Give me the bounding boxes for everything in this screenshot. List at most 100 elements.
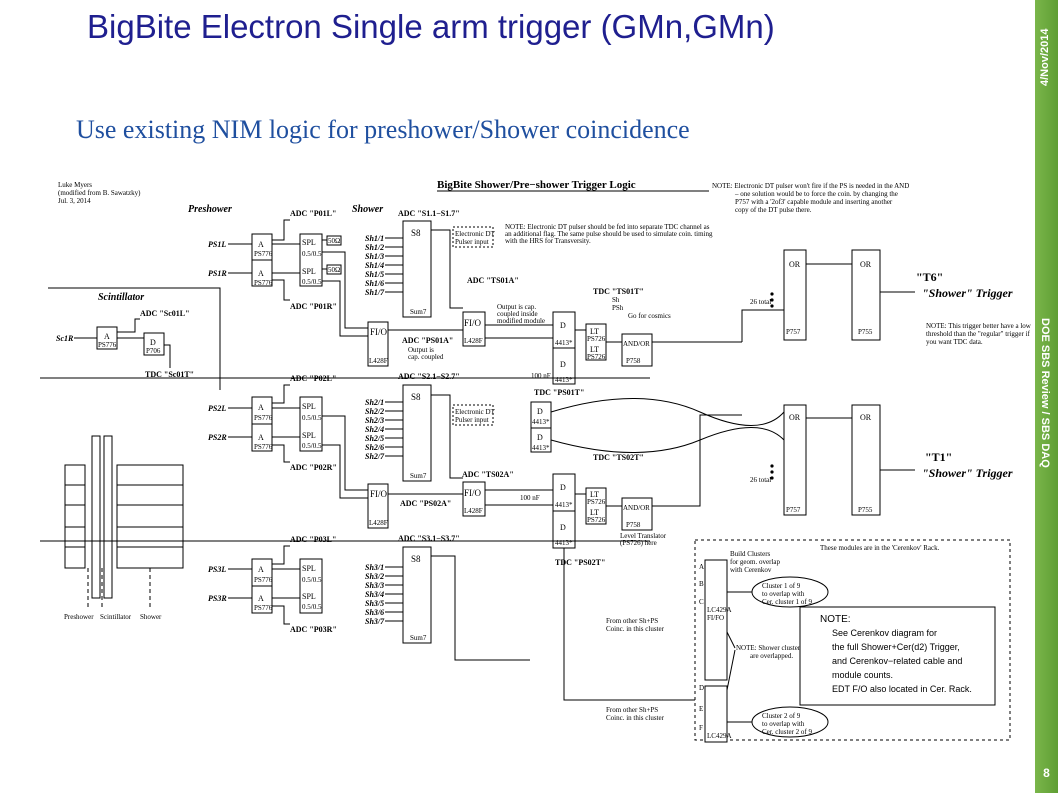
svg-text:Sh: Sh	[612, 296, 620, 304]
row1-adc-ps: ADC "PS01A"	[402, 336, 453, 345]
svg-text:PS776: PS776	[254, 576, 273, 584]
svg-text:PS726: PS726	[587, 498, 606, 506]
svg-text:D: D	[560, 483, 566, 492]
cluster2-2: to overlap with	[762, 720, 805, 728]
row2-adc-l: ADC "P02L"	[290, 374, 336, 383]
row1-adc-ts: ADC "TS01A"	[467, 276, 519, 285]
svg-text:Go for cosmics: Go for cosmics	[628, 312, 671, 320]
svg-text:FI/FO: FI/FO	[707, 614, 724, 622]
t1-name: "T1"	[925, 450, 952, 464]
from-other-1a: From other Sh+PS	[606, 617, 658, 625]
svg-text:PS776: PS776	[254, 279, 273, 287]
cerenkov-note-1: NOTE:	[820, 614, 851, 625]
row1-sh-3: Sh1/3	[365, 252, 384, 261]
row3-adc-l: ADC "P03L"	[290, 535, 336, 544]
svg-text:A: A	[258, 269, 264, 278]
bar-label-scintillator: Scintillator	[100, 613, 132, 621]
svg-text:E: E	[699, 705, 703, 713]
svg-text:PS776: PS776	[254, 604, 273, 612]
row3-adc-r: ADC "P03R"	[290, 625, 337, 634]
svg-text:OR: OR	[860, 260, 872, 269]
svg-text:FI/O: FI/O	[464, 488, 482, 498]
build-clusters-1: Build Clusters	[730, 550, 771, 558]
svg-text:Output is cap.: Output is cap.	[497, 303, 536, 311]
svg-text:D: D	[537, 407, 543, 416]
svg-text:LT: LT	[590, 327, 599, 336]
row2-tdc-ts: TDC "TS02T"	[593, 453, 644, 462]
level-translator-2: (PS726) here	[620, 539, 657, 547]
svg-text:P755: P755	[858, 328, 873, 336]
row2-tdc-ps-top: TDC "PS01T"	[534, 388, 584, 397]
svg-text:Pulser input: Pulser input	[455, 416, 489, 424]
svg-text:0.5/0.5: 0.5/0.5	[302, 278, 322, 286]
svg-text:0.5/0.5: 0.5/0.5	[302, 442, 322, 450]
top-note-3: P757 with a '2of3' capable module and in…	[735, 198, 893, 206]
trigger-note-2: threshold than the "regular" trigger if	[926, 330, 1031, 338]
row3-sh-6: Sh3/6	[365, 608, 384, 617]
row2-sh-6: Sh2/6	[365, 443, 384, 452]
row3-sh-3: Sh3/3	[365, 581, 384, 590]
row1-adc-s: ADC "S1.1−S1.7"	[398, 209, 460, 218]
svg-text:FI/O: FI/O	[370, 327, 388, 337]
svg-text:Output is: Output is	[408, 346, 434, 354]
row1-adc-l: ADC "P01L"	[290, 209, 336, 218]
cerenkov-note-5: module counts.	[832, 670, 893, 680]
svg-text:A: A	[258, 240, 264, 249]
svg-text:P755: P755	[858, 506, 873, 514]
svg-text:P706: P706	[146, 347, 161, 355]
author-line-2: (modified from B. Sawatzky)	[58, 189, 141, 197]
diagram-header: Luke Myers (modified from B. Sawatzky) J…	[58, 179, 909, 245]
svg-text:D: D	[560, 523, 566, 532]
svg-text:Electronic DT: Electronic DT	[455, 408, 496, 416]
scint-adc: ADC "Sc01L"	[140, 309, 190, 318]
trigger-note-3: you want TDC data.	[926, 338, 983, 346]
svg-text:OR: OR	[789, 260, 801, 269]
svg-text:4413*: 4413*	[555, 501, 573, 509]
svg-text:D: D	[150, 338, 156, 347]
row2-ps-r: PS2R	[208, 433, 227, 442]
cluster2-3: Cer. cluster 2 of 9	[762, 728, 812, 736]
cluster2-1: Cluster 2 of 9	[762, 712, 801, 720]
svg-text:SPL: SPL	[302, 592, 316, 601]
dt-note-1: NOTE: Electronic DT pulser should be fed…	[505, 223, 710, 231]
svg-text:A: A	[258, 565, 264, 574]
bar-label-preshower: Preshower	[64, 613, 94, 621]
row1-ps-r: PS1R	[208, 269, 227, 278]
svg-text:4413*: 4413*	[555, 539, 573, 547]
svg-text:Sum7: Sum7	[410, 308, 427, 316]
svg-text:SPL: SPL	[302, 402, 316, 411]
svg-text:D: D	[560, 360, 566, 369]
svg-text:AND/OR: AND/OR	[623, 504, 650, 512]
cluster1-3: Cer. cluster 1 of 9	[762, 598, 812, 606]
svg-text:A: A	[699, 563, 704, 571]
svg-text:SPL: SPL	[302, 564, 316, 573]
row1-adc-r: ADC "P01R"	[290, 302, 337, 311]
dt-note-2: an additional flag. The same pulse shoul…	[505, 230, 713, 238]
row3-sh-1: Sh3/1	[365, 563, 384, 572]
svg-text:LT: LT	[590, 345, 599, 354]
svg-text:PS776: PS776	[254, 250, 273, 258]
top-note-1: NOTE: Electronic DT pulser won't fire if…	[712, 182, 909, 190]
scintillator-panel: Scintillator ADC "Sc01L" Sc1R A PS776 D …	[48, 287, 221, 390]
svg-text:PSh: PSh	[612, 304, 624, 312]
from-other-2b: Coinc. in this cluster	[606, 714, 665, 722]
svg-text:PS776: PS776	[254, 443, 273, 451]
build-clusters-3: with Cerenkov	[730, 566, 772, 574]
svg-text:S8: S8	[411, 554, 421, 564]
svg-text:OR: OR	[860, 413, 872, 422]
svg-text:Electronic DT: Electronic DT	[455, 230, 496, 238]
svg-text:LT: LT	[590, 508, 599, 517]
row3-sh-7: Sh3/7	[365, 617, 385, 626]
row1-sh-2: Sh1/2	[365, 243, 384, 252]
svg-text:A: A	[104, 332, 110, 341]
svg-text:50Ω: 50Ω	[328, 266, 340, 274]
svg-text:LC429A: LC429A	[707, 732, 732, 740]
row3-adc-s: ADC "S3.1−S3.7"	[398, 534, 460, 543]
row2-sh-4: Sh2/4	[365, 425, 384, 434]
t1-label: "Shower" Trigger	[922, 466, 1013, 480]
slide-sidebar: 4/Nov/2014 DOE SBS Review / SBS DAQ 8	[1035, 0, 1058, 793]
svg-text:A: A	[258, 433, 264, 442]
